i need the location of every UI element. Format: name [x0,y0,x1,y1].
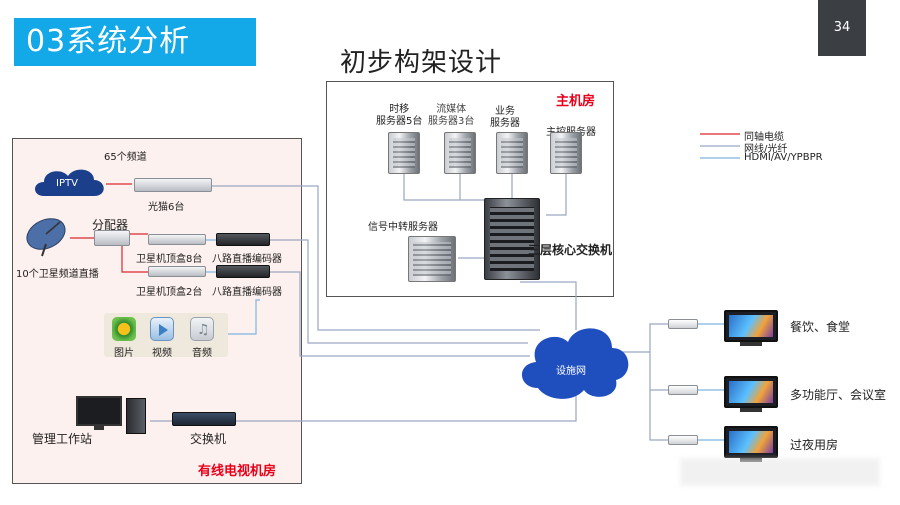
line-timeshift-core [403,172,488,201]
endpoint-3-tv-icon [724,426,778,458]
tv-room-label: 有线电视机房 [198,464,277,479]
facility-network-cloud-icon [521,328,629,399]
line-encoder1-cloud [270,239,528,344]
timeshift-server-icon [388,132,420,174]
encoder-2-label: 八路直播编码器 [212,287,282,298]
video-label: 视频 [152,348,172,359]
line-core-cloud [520,281,577,330]
line-control-core [546,172,567,216]
network-switch-icon [172,412,236,426]
encoder-1-label: 八路直播编码器 [212,254,282,265]
legend-hdmi-label: HDMI/AV/YPBPR [744,152,823,163]
line-cloud-endpoints [622,323,668,441]
satellite-stb-2-label: 卫星机顶盒2台 [136,287,203,298]
satellite-stb-8-icon [148,234,206,245]
control-server-icon [550,132,582,174]
workstation-stand-icon [94,426,104,430]
line-media-cloud [228,299,260,335]
picture-label: 图片 [114,348,134,359]
main-room-label: 主机房 [556,94,596,109]
business-server-label: 业务 服务器 [490,106,520,129]
diagram-title: 初步构架设计 [340,48,503,78]
splitter-label: 分配器 [92,218,129,232]
core-switch-icon [484,198,540,280]
endpoint-1-tv-icon [724,310,778,342]
legend-coax-label: 同轴电缆 [744,132,784,143]
streaming-server-label: 流媒体 服务器3台 [428,104,475,127]
optical-modem-icon [134,178,212,192]
workstation-monitor-icon [76,396,122,426]
line-splitter-stb2 [121,246,148,273]
audio-icon: ♫ [190,317,214,341]
endpoint-2-tv-stand [740,408,762,412]
section-tag: 03系统分析 [14,18,256,66]
workstation-label: 管理工作站 [32,432,93,446]
video-icon [150,317,174,341]
audio-label: 音频 [192,348,212,359]
iptv-cloud-label: IPTV [56,178,78,189]
satellite-label: 10个卫星频道直播 [16,269,99,280]
endpoint-1-stb-icon [668,319,698,329]
encoder-2-icon [216,265,270,278]
network-switch-label: 交换机 [190,432,227,446]
endpoint-2-tv-icon [724,376,778,408]
iptv-channels-label: 65个频道 [104,152,147,163]
facility-network-label: 设施网 [556,366,586,377]
line-encoder2-cloud [270,271,530,357]
legend-network-label: 网线/光纤 [744,144,788,155]
workstation-tower-icon [126,398,146,434]
line-switch-cloud [236,396,577,422]
satellite-stb-2-icon [148,266,206,277]
endpoint-2-label: 多功能厅、会议室 [790,388,887,402]
satellite-stb-8-label: 卫星机顶盒8台 [136,254,203,265]
timeshift-server-label: 时移 服务器5台 [376,104,423,127]
picture-icon [112,317,136,341]
satellite-dish-icon [26,218,66,257]
line-modem-cloud [212,185,540,331]
endpoint-3-stb-icon [668,435,698,445]
endpoint-3-label: 过夜用房 [790,438,839,452]
streaming-server-icon [444,132,476,174]
endpoint-1-tv-stand [740,342,762,346]
optical-modem-label: 光猫6台 [148,202,185,213]
endpoint-1-label: 餐饮、食堂 [790,320,851,334]
splitter-icon [94,230,130,246]
encoder-1-icon [216,233,270,246]
business-server-icon [496,132,528,174]
relay-server-icon [408,236,456,282]
relay-server-label: 信号中转服务器 [368,222,438,233]
watermark-blur [680,458,880,486]
page-number: 34 [818,0,866,56]
iptv-cloud-icon [35,169,104,196]
core-switch-label: 三层核心交换机 [528,243,613,257]
endpoint-2-stb-icon [668,385,698,395]
